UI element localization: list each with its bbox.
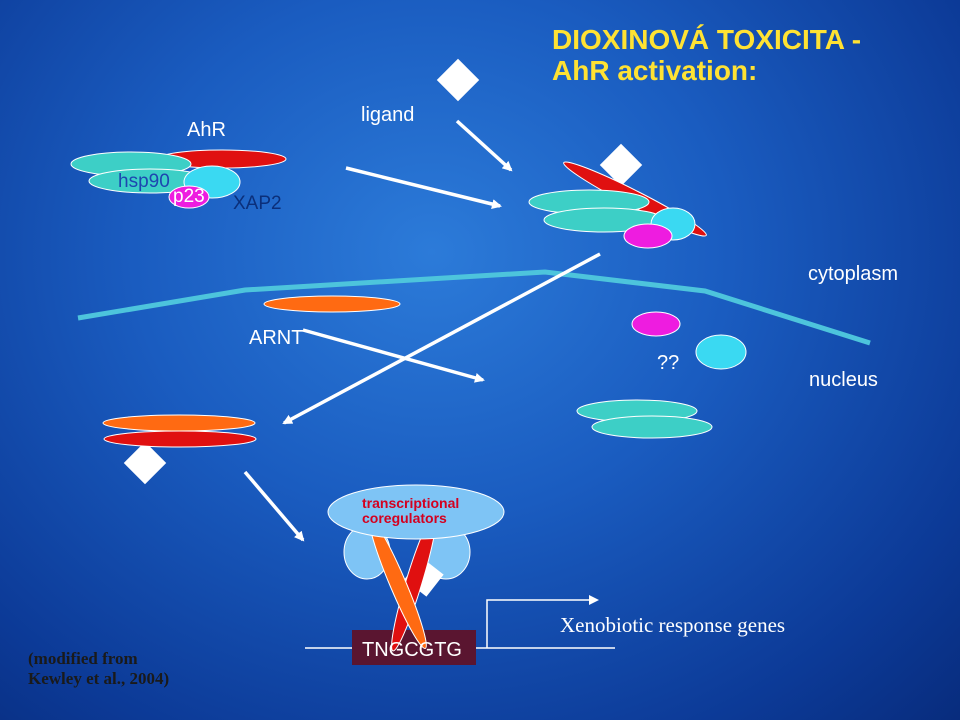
title-line-1: DIOXINOVÁ TOXICITA - [552, 24, 862, 55]
ligand-diamond-nuclear [123, 441, 167, 485]
dna-bound-complex [327, 484, 505, 652]
ahr-protein-nuclear [103, 430, 257, 448]
citation-line-1: (modified from [28, 649, 138, 668]
p23-protein-bound [623, 223, 673, 249]
arnt-label: ARNT [249, 327, 304, 349]
coregulator-top [327, 484, 505, 540]
hsp90-protein-released-b [591, 415, 713, 439]
xap2-protein-released [695, 334, 747, 370]
arrow-arnt-translocation [302, 328, 485, 383]
cytoplasm-label: cytoplasm [808, 263, 899, 285]
arrow-ligand-binding [455, 119, 513, 172]
ahr-label: AhR [187, 119, 226, 141]
ligand-diamond-free [436, 58, 480, 102]
dna-motif-label: TNGCGTG [362, 639, 462, 661]
citation: (modified from Kewley et al., 2004) [28, 649, 169, 690]
p23-protein [168, 185, 210, 209]
arnt-protein-cytoplasm [263, 295, 401, 313]
ahr-ligand-complex [528, 161, 707, 249]
arrow-dna-binding [243, 470, 305, 542]
title-line-2: AhR activation: [552, 55, 758, 87]
xenobiotic-genes-label: Xenobiotic response genes [560, 613, 786, 637]
hsp90-label: hsp90 [118, 171, 170, 192]
coregulators-label: transcriptional coregulators [362, 495, 460, 527]
arrow-complex-activation [345, 166, 502, 209]
xap2-label: XAP2 [233, 193, 282, 214]
p23-label: p23 [173, 186, 205, 207]
arnt-protein-nuclear [102, 414, 256, 432]
slide-title: DIOXINOVÁ TOXICITA - AhR activation: [552, 24, 861, 87]
unknown-label: ?? [657, 352, 680, 374]
ahr-complex-cytoplasm [70, 149, 287, 209]
nuclear-membrane [77, 269, 871, 346]
arrow-nuclear-import [282, 252, 601, 425]
citation-line-2: Kewley et al., 2004) [28, 669, 170, 689]
ligand-label: ligand [361, 104, 415, 126]
coregulators-label-line-2: coregulators [362, 510, 447, 527]
nucleus-label: nucleus [809, 369, 878, 391]
p23-protein-released [631, 311, 681, 337]
coregulators-label-line-1: transcriptional [362, 495, 460, 511]
transcription-start-arrow [486, 595, 599, 648]
